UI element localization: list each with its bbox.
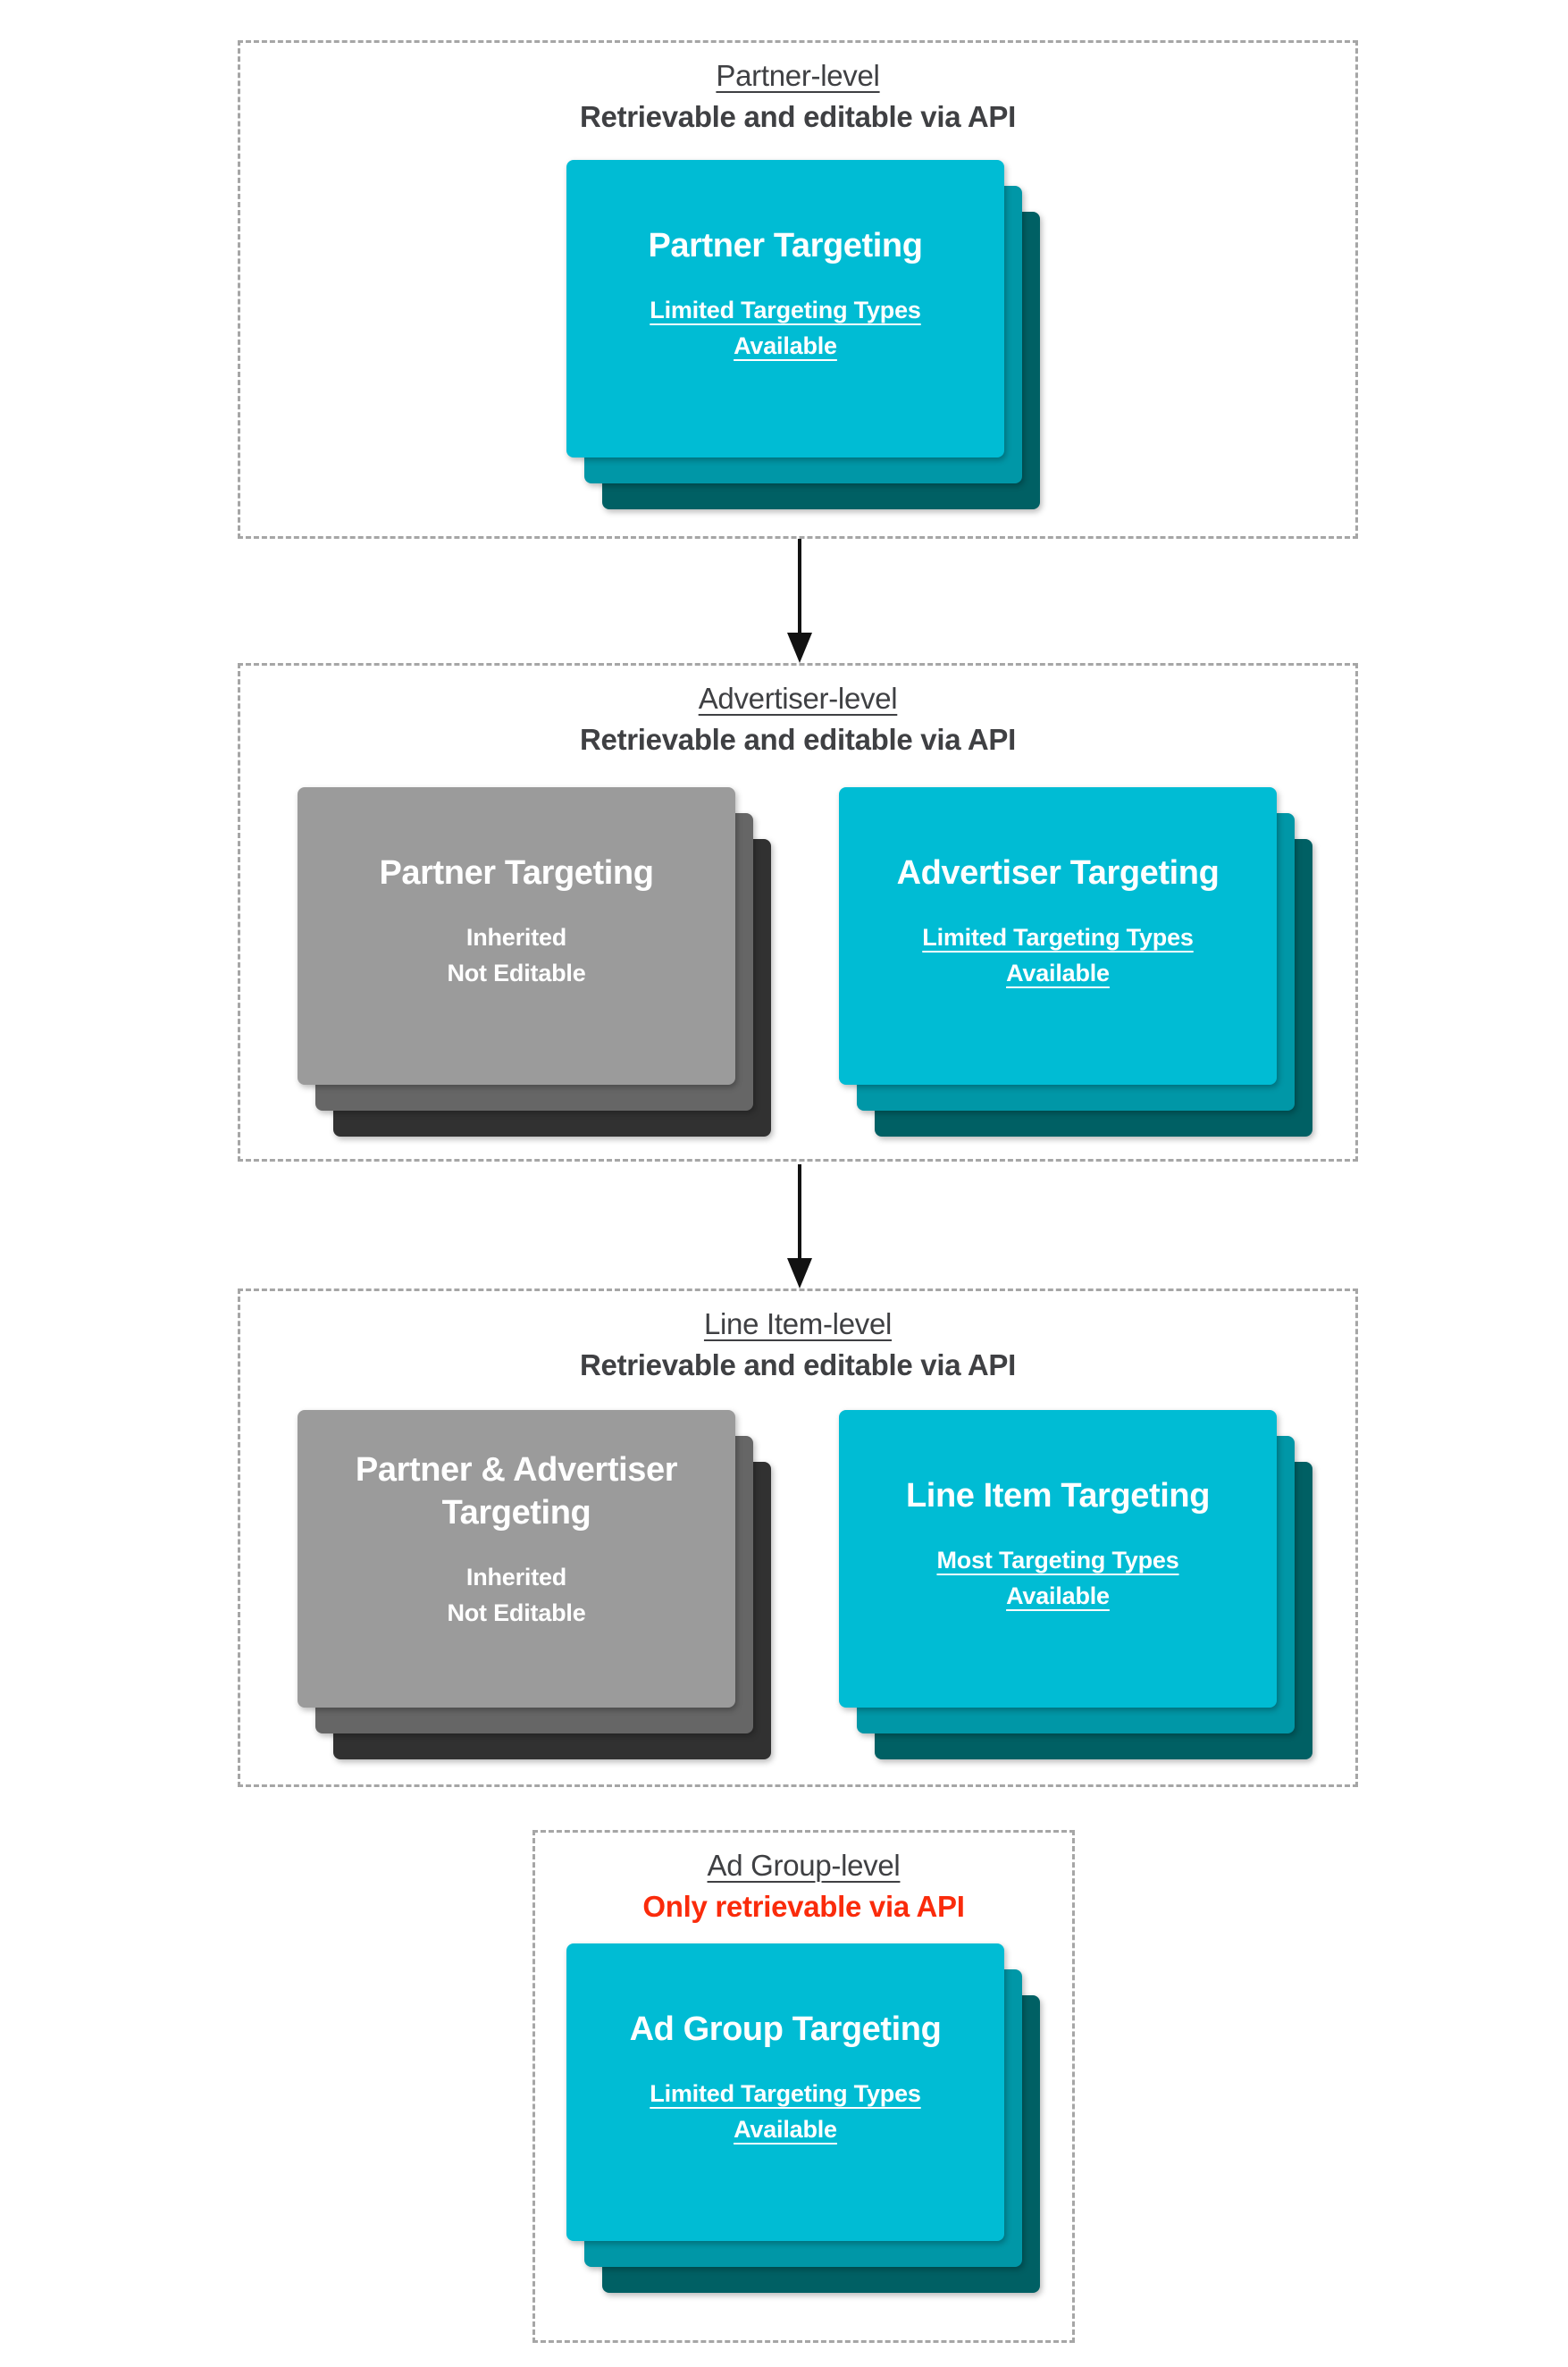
section-advertiser-level: Advertiser-level Retrievable and editabl… [238,663,1358,1162]
card-ad-group-targeting: Ad Group Targeting Limited Targeting Typ… [566,1943,1004,2241]
card-stack-partner-advertiser-targeting: Partner & Advertiser Targeting Inherited… [298,1410,771,1759]
card-partner-advertiser-targeting: Partner & Advertiser Targeting Inherited… [298,1410,735,1708]
down-arrow-icon [787,539,812,663]
section-title: Ad Group-level [707,1849,901,1882]
card-subtitle: Inherited Not Editable [447,1564,586,1626]
card-title: Line Item Targeting [905,1477,1211,1515]
card-subtitle: Limited Targeting Types Available [650,297,921,359]
card-title: Partner & Advertiser Targeting [355,1451,678,1532]
section-ad-group-level: Ad Group-level Only retrievable via API … [532,1830,1075,2343]
card-title: Partner Targeting [379,854,654,892]
card-title: Partner Targeting [648,227,923,264]
section-title: Line Item-level [703,1307,893,1340]
card-stack-partner-targeting: Partner Targeting Limited Targeting Type… [566,160,1040,509]
down-arrow-icon [787,1164,812,1288]
card-partner-targeting: Partner Targeting Limited Targeting Type… [566,160,1004,457]
card-stack-advertiser-targeting: Advertiser Targeting Limited Targeting T… [839,787,1312,1137]
card-stack-line-item-targeting: Line Item Targeting Most Targeting Types… [839,1410,1312,1759]
card-title: Advertiser Targeting [896,854,1220,892]
section-subtitle: Retrievable and editable via API [579,723,1017,756]
arrow-shaft [798,539,801,634]
arrow-head [787,633,812,663]
section-title: Advertiser-level [698,682,898,715]
card-title: Ad Group Targeting [629,2010,942,2048]
arrow-head [787,1258,812,1288]
section-subtitle: Retrievable and editable via API [579,1348,1017,1381]
card-subtitle: Inherited Not Editable [447,924,586,986]
card-advertiser-targeting: Advertiser Targeting Limited Targeting T… [839,787,1277,1085]
section-line-item-level: Line Item-level Retrievable and editable… [238,1288,1358,1787]
card-subtitle: Most Targeting Types Available [936,1547,1179,1609]
card-subtitle: Limited Targeting Types Available [922,924,1194,986]
section-partner-level: Partner-level Retrievable and editable v… [238,40,1358,539]
card-subtitle: Limited Targeting Types Available [650,2080,921,2143]
card-partner-targeting-inherited: Partner Targeting Inherited Not Editable [298,787,735,1085]
card-line-item-targeting: Line Item Targeting Most Targeting Types… [839,1410,1277,1708]
section-subtitle: Retrievable and editable via API [579,100,1017,133]
card-stack-partner-targeting-inherited: Partner Targeting Inherited Not Editable [298,787,771,1137]
card-stack-ad-group-targeting: Ad Group Targeting Limited Targeting Typ… [566,1943,1040,2293]
arrow-shaft [798,1164,801,1259]
section-title: Partner-level [716,59,880,92]
section-subtitle: Only retrievable via API [642,1890,965,1923]
